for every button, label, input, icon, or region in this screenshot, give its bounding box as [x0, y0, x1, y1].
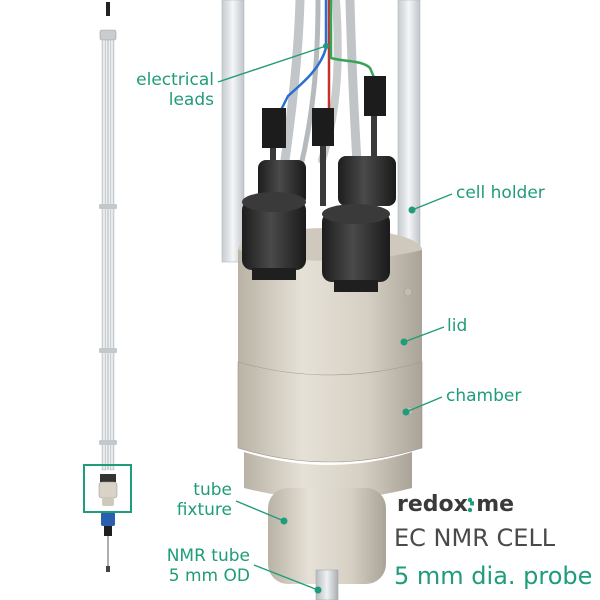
- label-tube-fixture: tube fixture: [160, 480, 232, 520]
- dot-cell-holder: [408, 206, 416, 214]
- label-nmr-tube-line2: 5 mm OD: [168, 566, 250, 586]
- cable-grey-4: [297, 0, 321, 173]
- wire-green: [329, 0, 378, 83]
- probe-black-connector: [104, 526, 112, 536]
- probe-mini-cell: [98, 481, 118, 499]
- cap-back-right: [338, 156, 396, 206]
- dot-chamber: [402, 408, 410, 416]
- label-electrical-leads: electrical leads: [118, 70, 214, 110]
- cap-front-right-top: [322, 204, 390, 224]
- probe-blue-connector: [101, 512, 115, 526]
- holder-rod-right: [397, 0, 421, 263]
- leader-chamber: [405, 396, 443, 413]
- leader-nmr-tube: [253, 564, 319, 591]
- leader-tube-fixture: [235, 500, 285, 522]
- label-tube-fixture-line2: fixture: [176, 500, 232, 520]
- cap-front-left-top: [242, 192, 306, 212]
- probe-top-collar: [99, 29, 117, 41]
- callout-lines: [217, 45, 453, 591]
- plug-right: [364, 76, 386, 116]
- brand-dot-top: [467, 497, 473, 503]
- tube-fixture-flange: [244, 452, 412, 499]
- leader-cell-holder: [411, 193, 453, 211]
- probe-spacer-1: [99, 204, 117, 209]
- probe-rod-left: [101, 39, 107, 471]
- label-cell-holder: cell holder: [456, 183, 545, 203]
- label-nmr-tube-line1: NMR tube: [166, 546, 250, 566]
- nmr-tube: [315, 569, 339, 600]
- leader-lid: [403, 326, 445, 343]
- label-chamber: chamber: [446, 386, 522, 406]
- dot-electrical-leads: [323, 43, 329, 49]
- probe-spacer-2: [99, 348, 117, 353]
- cap-front-right: [322, 212, 390, 282]
- leader-electrical-leads: [217, 45, 327, 83]
- cap-front-left: [242, 200, 306, 270]
- cap-front-left-thread: [252, 268, 296, 280]
- screw-dot-upper: [403, 287, 413, 297]
- label-nmr-tube: NMR tube 5 mm OD: [150, 546, 250, 586]
- probe-mini-fixture: [102, 498, 114, 506]
- wire-blue: [278, 0, 328, 113]
- dot-lid: [400, 338, 408, 346]
- product-title: EC NMR CELL: [394, 524, 556, 552]
- probe-spacer-3: [99, 440, 117, 445]
- label-electrical-leads-line1: electrical: [136, 70, 214, 90]
- callout-dots: [280, 43, 416, 594]
- probe-bottom-tip: [106, 566, 110, 572]
- brand-dot-bottom: [467, 507, 473, 513]
- brand-logo-mark: [467, 497, 473, 513]
- tube-fixture-body: [268, 488, 386, 584]
- plug-middle: [312, 108, 334, 146]
- brand-name-dot: ·: [467, 492, 477, 517]
- pin-middle: [320, 146, 326, 206]
- brand-logo: redox·me: [397, 492, 514, 517]
- holder-rod-left: [221, 0, 245, 263]
- brand-name-right: me: [476, 492, 515, 517]
- dot-nmr-tube: [314, 586, 322, 594]
- probe-mini-caps: [100, 474, 116, 482]
- brand-name-left: redox: [397, 492, 468, 517]
- probe-overview: [83, 2, 132, 572]
- probe-rod-right: [109, 39, 115, 471]
- dot-tube-fixture: [280, 517, 288, 525]
- product-subtitle: 5 mm dia. probe: [394, 562, 593, 590]
- pin-right: [371, 116, 377, 176]
- label-electrical-leads-line2: leads: [168, 90, 214, 110]
- label-tube-fixture-line1: tube: [193, 480, 232, 500]
- label-lid: lid: [447, 316, 468, 336]
- cell-zoom: [221, 0, 423, 600]
- plug-left: [262, 108, 286, 148]
- cap-front-right-thread: [334, 280, 378, 292]
- probe-top-tip: [106, 2, 110, 16]
- zoom-highlight-box: [83, 464, 132, 513]
- cell-chamber: [237, 361, 423, 463]
